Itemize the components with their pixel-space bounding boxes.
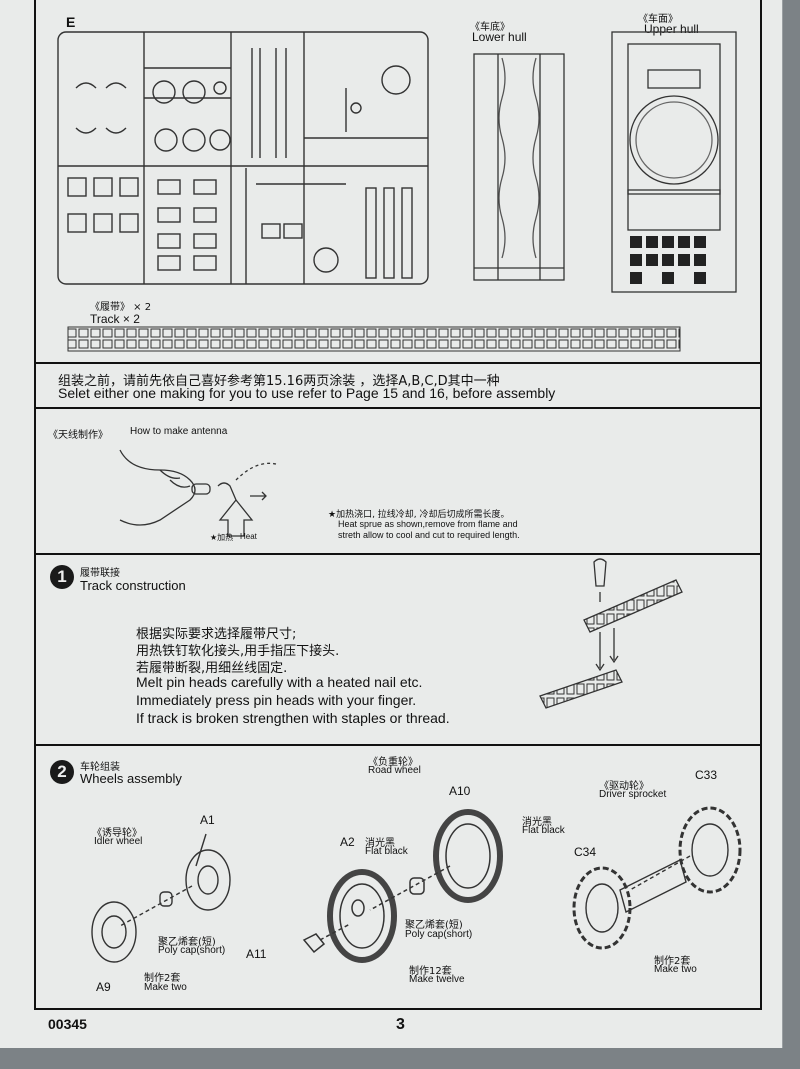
marking-note-cn: 组装之前，请前先依自己喜好参考第15.16两页涂装 ，选择A,B,C,D其中一种 <box>58 374 500 389</box>
antenna-note-cn: ★加热浇口, 拉线冷却, 冷却后切成所需长度。 <box>328 510 510 520</box>
polycap-label: Poly cap(short) <box>405 929 473 940</box>
driver-sprocket-label: Driver sprocket <box>599 789 667 800</box>
step1-instruction-cn-1: 根据实际要求选择履带尺寸; <box>136 627 297 642</box>
marking-note: Selet either one making for you to use r… <box>58 385 556 401</box>
upper-hull-cn-label: 《车面》 <box>638 14 678 25</box>
flat-black-label: Flat black <box>522 825 565 836</box>
part-a9-label: A9 <box>96 980 111 994</box>
flat-black-label: Flat black <box>365 846 408 857</box>
driver-sprocket-cn-label: 《驱动轮》 <box>599 781 649 792</box>
step2-title-cn: 车轮组装 <box>80 762 120 773</box>
idler-wheel-label: Idler wheel <box>94 836 143 847</box>
flat-black-cn-label: 消光黑 <box>522 817 552 828</box>
track-construction-drawing <box>539 558 683 709</box>
polycap-label: Poly cap(short) <box>158 945 226 956</box>
step-number-badge: 1 <box>50 565 74 589</box>
step1-title-cn: 履带联接 <box>80 568 120 579</box>
part-a1-label: A1 <box>200 813 215 827</box>
antenna-hands-drawing <box>119 449 277 537</box>
part-a11-label: A11 <box>246 947 267 961</box>
sprue-letter: E <box>66 14 76 30</box>
polycap-cn-label: 聚乙烯套(短) <box>158 937 216 948</box>
road-wheel-cn-label: 《负重轮》 <box>368 757 418 768</box>
antenna-note-line1: Heat sprue as shown,remove from flame an… <box>338 519 518 529</box>
step2-title: Wheels assembly <box>80 771 182 786</box>
road-wheel-drawing <box>302 809 503 963</box>
driver-sprocket-drawing <box>572 806 742 950</box>
catalog-number: 00345 <box>48 1016 87 1032</box>
part-a10-label: A10 <box>449 784 471 798</box>
antenna-title-cn: 《天线制作》 <box>48 430 108 441</box>
make-two-cn-label: 制作2套 <box>144 973 181 984</box>
polycap-cn-label: 聚乙烯套(短) <box>405 920 463 931</box>
antenna-note-line2: streth allow to cool and cut to required… <box>338 530 520 540</box>
make-two-cn-label: 制作2套 <box>654 956 691 967</box>
lower-hull-label: Lower hull <box>472 30 527 44</box>
divider <box>34 744 762 746</box>
part-a2-label: A2 <box>340 835 355 849</box>
make-two-label: Make two <box>654 964 697 975</box>
road-wheel-label: Road wheel <box>368 765 421 776</box>
step-number-badge: 2 <box>50 760 74 784</box>
antenna-title: How to make antenna <box>130 426 228 437</box>
make-twelve-cn-label: 制作12套 <box>409 966 452 977</box>
idler-wheel-cn-label: 《诱导轮》 <box>92 828 142 839</box>
page-frame <box>34 0 762 1010</box>
page-number: 3 <box>396 1016 405 1033</box>
track-cn-label: 《履带》 × 2 <box>90 302 152 313</box>
step1-instruction-2: Immediately press pin heads with your fi… <box>136 692 417 708</box>
divider <box>34 553 762 555</box>
track-strip-drawing <box>67 326 681 352</box>
step1-title: Track construction <box>80 578 186 593</box>
upper-hull-drawing <box>611 31 737 293</box>
part-c34-label: C34 <box>574 845 597 859</box>
make-twelve-label: Make twelve <box>409 974 465 985</box>
step1-instruction-cn-2: 用热铁钉软化接头,用手指压下接头. <box>136 644 340 659</box>
idler-wheel-drawing <box>91 833 231 963</box>
divider <box>34 407 762 409</box>
step1-instruction-1: Melt pin heads carefully with a heated n… <box>136 674 423 690</box>
lower-hull-cn-label: 《车底》 <box>470 22 510 33</box>
lower-hull-drawing <box>473 53 565 281</box>
antenna-heat: Heat <box>240 532 257 541</box>
step1-instruction-3: If track is broken strengthen with stapl… <box>136 710 450 726</box>
part-c33-label: C33 <box>695 768 718 782</box>
track-label: Track × 2 <box>90 312 140 326</box>
make-two-label: Make two <box>144 982 187 993</box>
step1-instruction-cn-3: 若履带断裂,用细丝线固定. <box>136 661 288 676</box>
divider <box>34 362 762 364</box>
sprue-e-diagram <box>57 31 429 285</box>
flat-black-cn-label: 消光黑 <box>365 838 395 849</box>
antenna-heat-cn: ★加热 <box>210 533 234 542</box>
